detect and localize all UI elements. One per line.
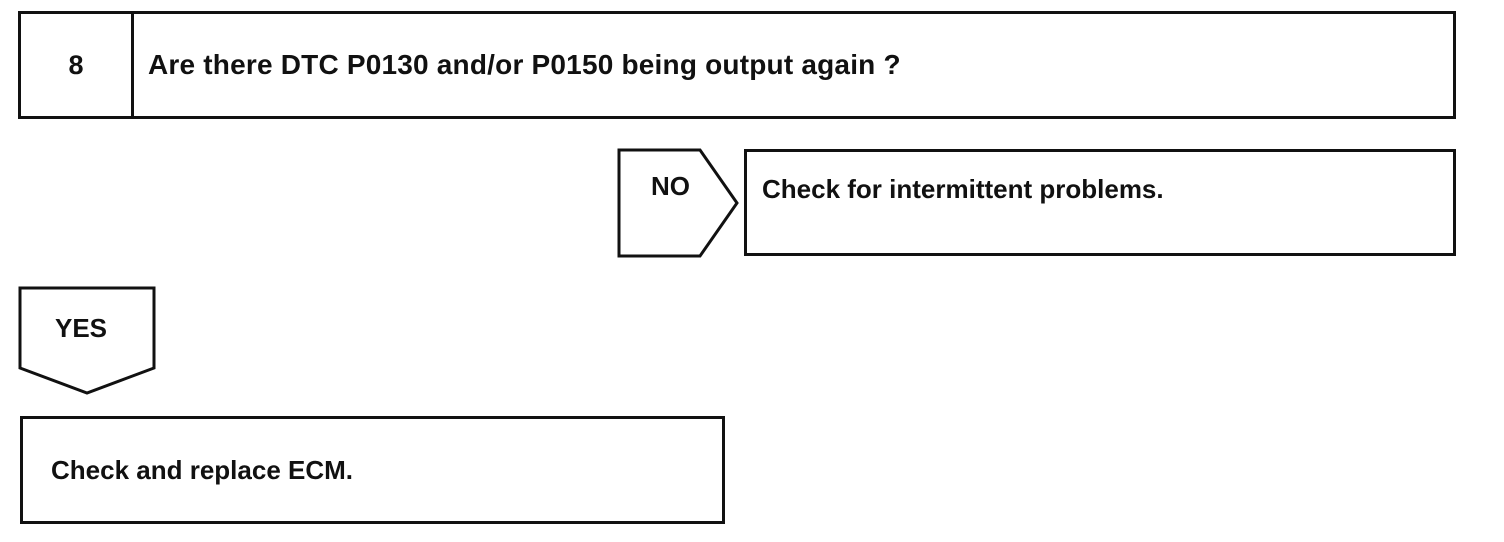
step-question: Are there DTC P0130 and/or P0150 being o… (148, 49, 901, 80)
no-result-text: Check for intermittent problems. (762, 174, 1164, 204)
no-arrow-shape (617, 148, 739, 258)
no-branch-label: NO (651, 171, 690, 201)
no-result-box: Check for intermittent problems. (744, 149, 1456, 256)
yes-arrow-shape (18, 286, 156, 395)
step-number: 8 (21, 14, 134, 116)
yes-branch-label: YES (55, 313, 108, 343)
step-box: 8 Are there DTC P0130 and/or P0150 being… (18, 11, 1456, 119)
yes-result-box: Check and replace ECM. (20, 416, 725, 524)
yes-result-text: Check and replace ECM. (51, 455, 353, 485)
